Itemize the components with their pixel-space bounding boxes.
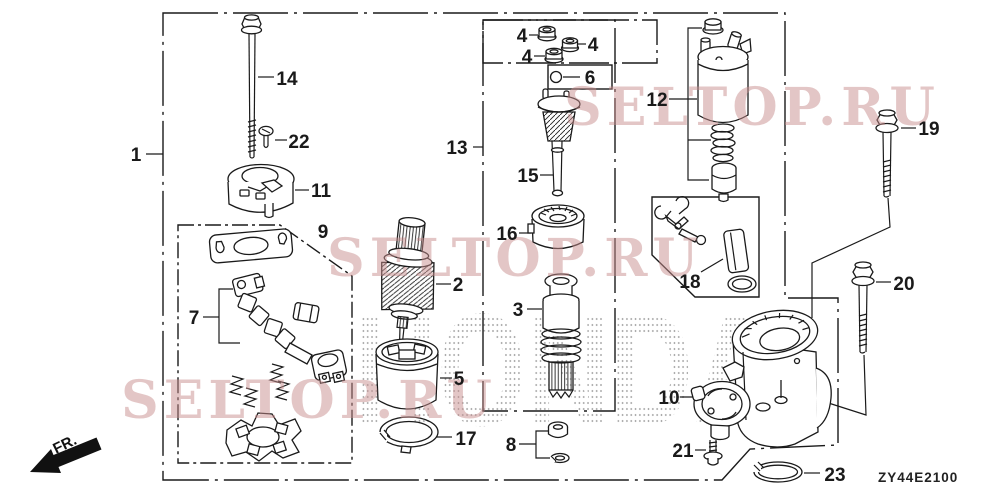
fr-arrow-icon: [30, 437, 102, 473]
part-drawing-flange-bolt-long: [875, 109, 899, 198]
part-label-4b: 4: [588, 35, 599, 56]
part-label-11: 11: [311, 181, 332, 202]
part-label-12: 12: [646, 90, 667, 111]
part-label-4a: 4: [517, 26, 528, 47]
part-drawing-o-ring-small: [549, 70, 563, 84]
part-label-17: 17: [455, 429, 476, 450]
diagram-code: ZY44E2100: [878, 470, 958, 485]
part-drawings: [208, 14, 899, 483]
part-drawing-gear-case: [731, 309, 832, 448]
part-label-3: 3: [513, 300, 524, 321]
watermarks-seltop: SELTOP.RU SELTOP.RU SELTOP.RU: [121, 77, 940, 431]
solenoid-spring: [710, 123, 736, 163]
watermark-seltop-middle: SELTOP.RU: [327, 228, 703, 289]
group-box-6: [547, 64, 613, 90]
part-drawing-end-cap: [227, 163, 295, 219]
group-box-9: [177, 224, 353, 464]
part-label-2: 2: [453, 275, 464, 296]
part-label-23: 23: [824, 465, 845, 486]
part-label-9: 9: [318, 222, 329, 243]
part-label-13: 13: [446, 138, 467, 159]
part-label-10: 10: [658, 388, 679, 409]
part-label-20: 20: [893, 274, 914, 295]
part-drawing-brush-set: [225, 272, 348, 462]
watermark-seltop-bottom: SELTOP.RU: [121, 370, 497, 431]
brush-holder-star: [225, 412, 302, 462]
part-drawing-armature: [381, 216, 435, 345]
part-label-18: 18: [679, 272, 700, 293]
group-box-nuts: [482, 19, 658, 64]
part-label-5: 5: [454, 369, 465, 390]
part-drawing-solenoid: [697, 18, 752, 203]
watermark-seltop-top: SELTOP.RU: [564, 77, 940, 138]
part-labels: 1 2 3 4 4 4 5 6 7 8 9 10 11 12 13 14 15 …: [131, 26, 940, 486]
part-drawing-shift-fork: [654, 196, 757, 293]
leader-lines: [146, 27, 916, 474]
part-drawing-small-bolt: [703, 440, 723, 466]
part-drawing-snap-ring: [377, 416, 439, 454]
group-box-13: [482, 19, 616, 412]
part-label-15: 15: [517, 166, 539, 187]
part-drawing-gasket: [208, 228, 294, 264]
part-drawing-nut-washer: [547, 421, 570, 464]
part-label-19: 19: [918, 119, 939, 140]
part-label-21: 21: [672, 441, 694, 462]
part-label-4c: 4: [522, 47, 533, 68]
group-box-18: [651, 196, 760, 298]
fr-indicator: FR.: [30, 432, 102, 473]
group-boxes: [162, 12, 839, 481]
part-drawing-flange-bolt-short: [851, 261, 875, 354]
part-label-7: 7: [189, 308, 200, 329]
part-drawing-clutch-outer: [527, 204, 585, 250]
part-label-8: 8: [506, 435, 517, 456]
part-drawing-nuts: [537, 25, 580, 64]
part-drawing-clutch-assembly: [540, 273, 582, 400]
part-label-6: 6: [585, 68, 596, 89]
part-drawing-pinion-shaft: [537, 88, 581, 197]
part-drawing-flange: [690, 361, 751, 441]
brush-springs: [228, 363, 291, 408]
part-drawing-screw: [258, 125, 274, 149]
part-label-22: 22: [288, 132, 309, 153]
part-drawing-brush-housing: [375, 338, 439, 410]
part-label-1: 1: [131, 145, 142, 166]
part-drawing-o-ring-large: [752, 461, 803, 483]
part-drawing-through-bolt: [240, 14, 263, 159]
part-label-16: 16: [496, 224, 517, 245]
part-label-14: 14: [276, 69, 298, 90]
group-box-1: [162, 12, 839, 481]
